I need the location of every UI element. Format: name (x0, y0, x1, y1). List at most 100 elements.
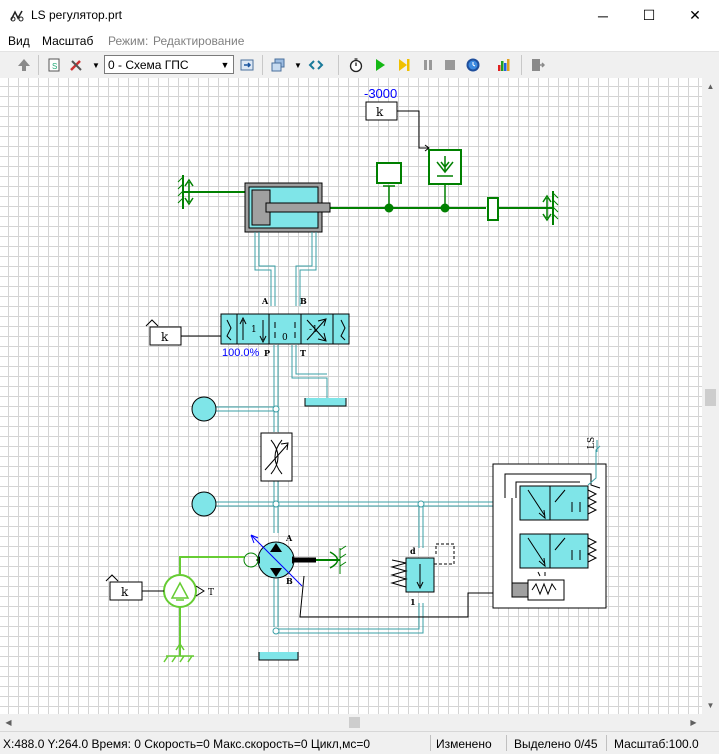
clock-button[interactable] (463, 55, 483, 75)
pressure-regulator[interactable]: T (142, 556, 244, 663)
pump-port-a: A (285, 533, 293, 543)
title-bar: LS регулятор.prt ─ ☐ ✕ (0, 0, 719, 31)
menu-bar: Вид Масштаб Режим: Редактирование (0, 31, 719, 51)
accumulator-top[interactable] (191, 396, 217, 422)
stop-button[interactable] (440, 55, 460, 75)
port-a-label: A (261, 296, 269, 306)
port-t-label: T (300, 348, 306, 358)
windows-icon (271, 58, 285, 72)
mechanical-subsystem (177, 149, 559, 225)
status-selected: Выделено 0/45 (514, 737, 598, 751)
scroll-right-icon[interactable]: ▶ (690, 718, 697, 727)
document-icon: S (48, 58, 60, 72)
horizontal-scroll-thumb[interactable] (349, 717, 360, 728)
regulator-gain-label: k (121, 585, 129, 599)
chart-button[interactable] (494, 55, 514, 75)
status-bar: X:488.0 Y:264.0 Время: 0 Скорость=0 Макс… (0, 731, 719, 754)
compensator-d-label: d (410, 546, 416, 556)
ls-control-block[interactable]: LS (492, 437, 607, 609)
regulator-t-label: T (208, 588, 214, 598)
port-b-label: B (300, 296, 307, 306)
maximize-icon: ☐ (642, 7, 656, 23)
stop-icon (445, 60, 455, 70)
chevron-down-icon: ▼ (216, 56, 233, 73)
exit-button[interactable] (527, 55, 547, 75)
minimize-icon: ─ (598, 7, 608, 24)
vertical-scrollbar[interactable]: ▲ ▼ (702, 78, 719, 714)
toolbar: S ▼ 0 - Схема ГПС ▼ ▼ (0, 51, 719, 80)
tank-top (304, 398, 347, 407)
exit-icon (532, 59, 545, 71)
top-gain-label: k (376, 105, 384, 119)
scroll-down-icon[interactable]: ▼ (706, 701, 715, 710)
mode-value: Редактирование (153, 34, 245, 48)
status-coordinates: X:488.0 Y:264.0 Время: 0 Скорость=0 Макс… (3, 737, 371, 751)
hydraulic-scheme: -3000 k (105, 86, 607, 663)
windows-button[interactable] (268, 55, 288, 75)
step-forward-icon (399, 59, 410, 71)
pump-port-b: B (286, 576, 293, 586)
horizontal-scrollbar[interactable]: ◀ ▶ (0, 714, 702, 731)
play-icon (376, 59, 385, 71)
ls-compensator[interactable]: d 1 (299, 543, 512, 618)
regulator-gain-block[interactable]: k (105, 574, 143, 601)
play-button[interactable] (370, 55, 390, 75)
svg-text:S: S (52, 62, 57, 71)
top-gain-value: -3000 (364, 86, 397, 101)
pipe-junctions (272, 405, 425, 635)
status-changed: Изменено (436, 737, 492, 751)
spool-left-label: 1 (251, 325, 257, 335)
ls-side-label: LS (587, 437, 597, 449)
hydraulic-pipes (216, 232, 493, 634)
spool-mid-label: 0 (282, 333, 288, 343)
valve-gain-label: k (161, 330, 169, 344)
stopwatch-button[interactable] (346, 55, 366, 75)
menu-view[interactable]: Вид (8, 34, 30, 48)
scheme-select-value: 0 - Схема ГПС (108, 58, 189, 72)
valve-gain-block[interactable]: k (145, 319, 221, 346)
link-icon (308, 60, 324, 70)
clock-icon (466, 58, 480, 72)
chart-icon (498, 59, 510, 71)
tools-button[interactable] (66, 55, 86, 75)
scroll-left-icon[interactable]: ◀ (5, 718, 12, 727)
pause-button[interactable] (418, 55, 438, 75)
status-scale: Масштаб:100.0 (614, 737, 699, 751)
top-gain-block[interactable]: -3000 k (364, 86, 430, 152)
variable-pump[interactable]: A B (243, 533, 347, 587)
maximize-button[interactable]: ☐ (626, 0, 672, 31)
scheme-select[interactable]: 0 - Схема ГПС ▼ (104, 55, 234, 74)
link-button[interactable] (306, 55, 326, 75)
minimize-button[interactable]: ─ (580, 0, 626, 31)
directional-valve[interactable]: 1 0 -1 A B P T 100.0% (220, 296, 350, 359)
app-icon (10, 10, 24, 22)
up-arrow-icon (18, 59, 30, 71)
export-button[interactable] (237, 55, 257, 75)
valve-percent: 100.0% (222, 347, 260, 359)
throttle-valve[interactable] (260, 432, 293, 482)
menu-scale[interactable]: Масштаб (42, 34, 94, 48)
scheme-canvas[interactable]: -3000 k (0, 78, 702, 714)
stopwatch-icon (349, 58, 363, 73)
scroll-up-icon[interactable]: ▲ (706, 82, 715, 91)
up-button[interactable] (14, 55, 34, 75)
windows-dropdown-icon[interactable]: ▼ (294, 61, 302, 70)
document-button[interactable]: S (44, 55, 64, 75)
mode-label: Режим: (108, 34, 149, 48)
tank-bottom (258, 652, 299, 661)
scroll-corner (702, 714, 719, 731)
window-title: LS регулятор.prt (31, 8, 123, 22)
step-forward-button[interactable] (394, 55, 414, 75)
tools-dropdown-icon[interactable]: ▼ (92, 61, 100, 70)
vertical-scroll-thumb[interactable] (705, 389, 716, 406)
close-icon: ✕ (689, 7, 701, 23)
spool-right-label: -1 (309, 325, 318, 335)
export-icon (240, 59, 254, 71)
hydraulic-cylinder[interactable] (244, 182, 331, 233)
tools-icon (70, 60, 82, 71)
pause-icon (424, 60, 432, 70)
accumulator-bottom[interactable] (191, 491, 217, 517)
port-p-label: P (264, 348, 270, 358)
compensator-1-label: 1 (410, 597, 416, 607)
close-button[interactable]: ✕ (672, 0, 718, 31)
